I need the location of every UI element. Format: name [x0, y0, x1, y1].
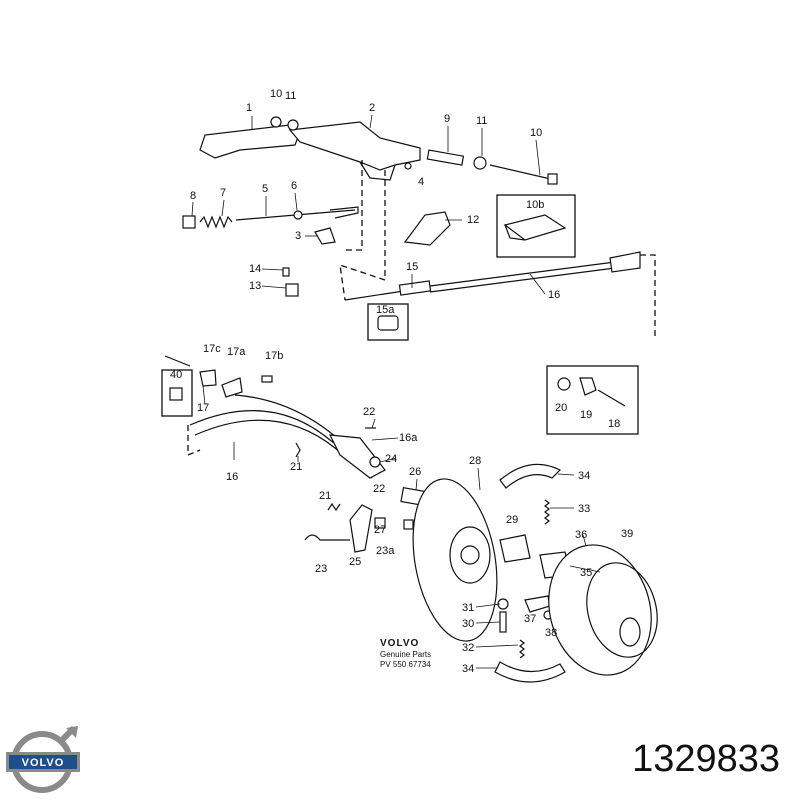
callout: 38 — [545, 627, 557, 639]
callout: 29 — [506, 514, 518, 526]
callout: 3 — [295, 230, 301, 242]
dashed-guide-1 — [345, 160, 363, 251]
callout: 21 — [290, 461, 302, 473]
cable-routing-middle — [189, 394, 386, 479]
callout: 34 — [462, 663, 474, 675]
callout: 12 — [467, 214, 479, 226]
callout: 27 — [374, 524, 386, 536]
callout: 21 — [319, 490, 331, 502]
detail-box-10b — [496, 194, 576, 258]
detail-box-15a — [367, 303, 409, 341]
callout: 10 — [530, 127, 542, 139]
brake-shoe-lower — [494, 661, 566, 683]
callout: 16a — [399, 432, 418, 444]
callout: 10 — [270, 88, 282, 100]
callout: 34 — [578, 470, 590, 482]
backing-plate — [412, 478, 498, 642]
callout: 33 — [578, 503, 590, 515]
callout: 10b — [526, 199, 544, 211]
callout: 9 — [444, 113, 450, 125]
callout: 25 — [349, 556, 361, 568]
adjuster-cable-group — [182, 206, 359, 245]
callout: 18 — [608, 418, 620, 430]
callout: 1 — [246, 102, 252, 114]
callout: 35 — [580, 567, 592, 579]
callout: 5 — [262, 183, 268, 195]
callout: 23 — [315, 563, 327, 575]
callout: 26 — [409, 466, 421, 478]
dashed-guide-2 — [339, 170, 386, 301]
callout: 22 — [373, 483, 385, 495]
callout-labels: 10 11 1 2 9 11 10 4 8 7 5 6 12 10b 3 14 … — [170, 88, 633, 675]
callout: 6 — [291, 180, 297, 192]
callout: 8 — [190, 190, 196, 202]
callout: 17 — [197, 402, 209, 414]
brake-shoe-upper — [499, 463, 562, 489]
main-cable-upper — [344, 251, 641, 301]
callout: 20 — [555, 402, 567, 414]
ratchet-segment — [403, 211, 451, 246]
callout: 22 — [363, 406, 375, 418]
callout: 37 — [524, 613, 536, 625]
volvo-logo-text: VOLVO — [22, 757, 65, 769]
callout: 14 — [249, 263, 261, 275]
callout: 13 — [249, 280, 261, 292]
callout: 28 — [469, 455, 481, 467]
callout: 17c — [203, 343, 221, 355]
callout: 36 — [575, 529, 587, 541]
stamp-line1: Genuine Parts — [380, 650, 431, 659]
volvo-logo: VOLVO — [6, 725, 80, 793]
callout: 15a — [376, 304, 395, 316]
part-number: 1329833 — [632, 738, 780, 780]
callout: 32 — [462, 642, 474, 654]
detail-box-18-19-20 — [546, 365, 639, 435]
stamp-brand: VOLVO — [380, 638, 419, 649]
callout: 7 — [220, 187, 226, 199]
detail-box-40 — [161, 369, 193, 417]
callout: 30 — [462, 618, 474, 630]
callout: 11 — [285, 90, 296, 102]
leader-lines — [191, 114, 601, 669]
stamp-line2: PV 550 67734 — [380, 660, 431, 669]
callout: 16 — [548, 289, 560, 301]
callout: 17a — [227, 346, 246, 358]
genuine-parts-stamp: VOLVO Genuine Parts PV 550 67734 — [380, 638, 431, 669]
brake-disc — [548, 544, 658, 676]
callout: 23a — [376, 545, 395, 557]
callout: 40 — [170, 369, 182, 381]
callout: 15 — [406, 261, 418, 273]
handbrake-lever-group — [199, 116, 558, 185]
callout: 11 — [476, 115, 487, 127]
callout: 19 — [580, 409, 592, 421]
callout: 4 — [418, 176, 424, 188]
callout: 39 — [621, 528, 633, 540]
dashed-guide-3 — [630, 254, 656, 340]
callout: 2 — [369, 102, 375, 114]
callout: 31 — [462, 602, 474, 614]
brake-lever-group-lower — [304, 502, 414, 553]
callout: 17b — [265, 350, 283, 362]
dashed-guide-4 — [187, 425, 201, 456]
callout: 16 — [226, 471, 238, 483]
